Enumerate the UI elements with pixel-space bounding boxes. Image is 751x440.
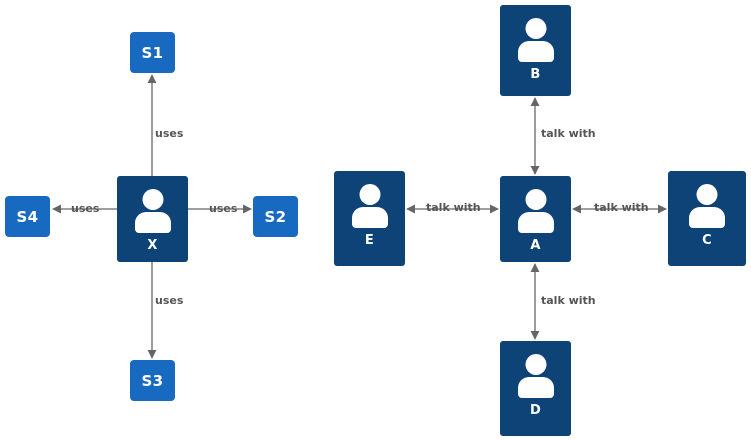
node-label: S1 (141, 43, 164, 62)
edge-label-a-b: talk with (541, 127, 596, 140)
user-icon (513, 354, 559, 398)
user-icon-body (517, 377, 554, 398)
edge-label-x-s2: uses (209, 202, 238, 215)
node-label: X (147, 238, 158, 253)
node-s3[interactable]: S3 (130, 360, 175, 401)
node-a[interactable]: A (500, 176, 571, 262)
node-c[interactable]: C (668, 171, 746, 266)
edge-label-a-d: talk with (541, 294, 596, 307)
user-icon-head (142, 189, 163, 210)
user-icon-head (525, 189, 546, 210)
user-icon (684, 184, 730, 228)
node-label: E (364, 233, 375, 248)
edge-label-x-s1: uses (155, 127, 184, 140)
node-x[interactable]: X (117, 176, 188, 262)
user-icon-head (359, 184, 380, 205)
node-s4[interactable]: S4 (5, 196, 50, 237)
node-s2[interactable]: S2 (253, 196, 298, 237)
node-label: B (530, 67, 541, 82)
user-icon-body (517, 212, 554, 233)
node-label: C (702, 233, 712, 248)
edge-label-a-c: talk with (594, 201, 649, 214)
user-icon-head (696, 184, 718, 205)
node-label: S2 (264, 207, 287, 226)
user-icon (513, 189, 559, 233)
user-icon (347, 184, 393, 228)
user-icon-body (517, 41, 554, 62)
node-e[interactable]: E (334, 171, 405, 266)
user-icon-body (351, 207, 388, 228)
node-label: S3 (141, 371, 164, 390)
node-label: S4 (16, 207, 39, 226)
user-icon (130, 189, 176, 233)
user-icon-body (134, 212, 171, 233)
node-d[interactable]: D (500, 341, 571, 436)
edge-label-x-s4: uses (71, 202, 100, 215)
node-label: D (529, 403, 542, 418)
edge-label-x-s3: uses (155, 294, 184, 307)
user-icon-head (525, 18, 546, 39)
user-icon-head (525, 354, 546, 375)
user-icon-body (689, 207, 725, 228)
edge-label-a-e: talk with (426, 201, 481, 214)
node-label: A (530, 238, 541, 253)
node-b[interactable]: B (500, 5, 571, 96)
user-icon (513, 18, 559, 62)
node-s1[interactable]: S1 (130, 32, 175, 73)
